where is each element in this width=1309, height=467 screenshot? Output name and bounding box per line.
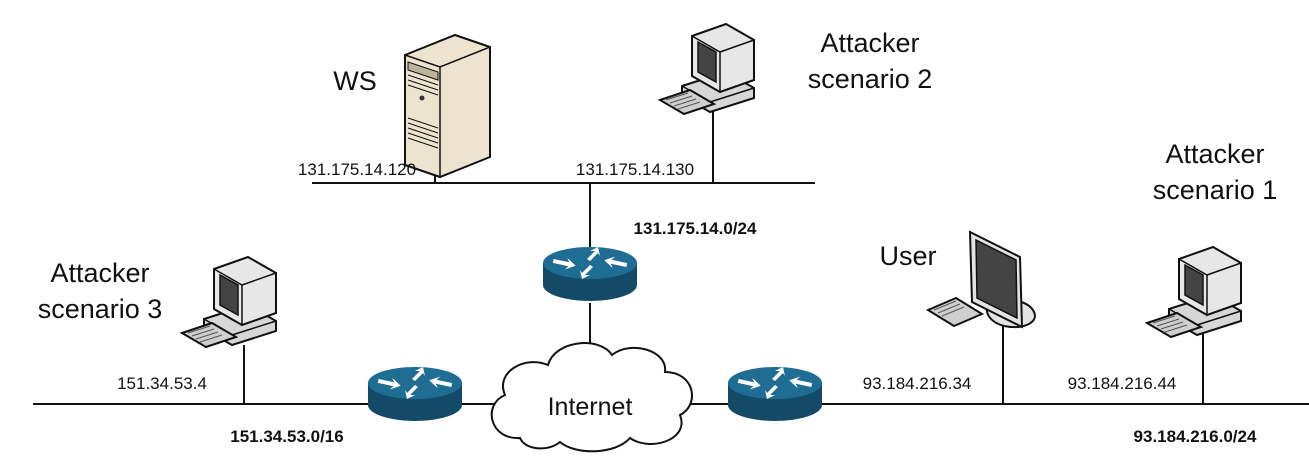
attacker2-ip: 131.175.14.130: [576, 160, 694, 179]
attacker1-computer-icon: [1146, 246, 1242, 338]
attacker1-label-line1: Attacker: [1165, 139, 1264, 169]
internet-label: Internet: [548, 393, 633, 421]
ws-ip: 131.175.14.120: [298, 160, 416, 179]
attacker1-ip: 93.184.216.44: [1068, 374, 1177, 393]
user-computer-icon: [925, 230, 1036, 329]
attacker3-computer-icon: [181, 256, 277, 348]
router-right-icon: [728, 367, 822, 421]
attacker1-label-line2: scenario 1: [1153, 175, 1278, 205]
attacker2-computer-icon: [659, 23, 755, 115]
attacker3-label-line2: scenario 3: [38, 294, 163, 324]
attacker3-label-line1: Attacker: [50, 258, 149, 288]
ws-label: WS: [333, 66, 377, 96]
internet-cloud: Internet: [490, 342, 693, 453]
left-network-label: 151.34.53.0/16: [230, 427, 343, 446]
server-icon: [404, 33, 491, 179]
right-network-label: 93.184.216.0/24: [1134, 427, 1257, 446]
attacker2-label-line1: Attacker: [820, 28, 919, 58]
top-network-label: 131.175.14.0/24: [634, 219, 757, 238]
user-ip: 93.184.216.34: [863, 374, 972, 393]
router-top-icon: [543, 247, 637, 301]
router-left-icon: [368, 367, 462, 421]
attacker2-label-line2: scenario 2: [808, 64, 933, 94]
user-label: User: [879, 241, 936, 271]
attacker3-ip: 151.34.53.4: [117, 374, 207, 393]
